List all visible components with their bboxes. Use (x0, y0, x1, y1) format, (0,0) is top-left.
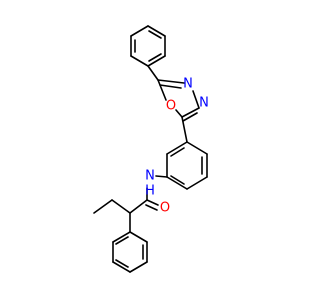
phenyl-oxadiazole-bond (147, 65, 159, 81)
carbonyl-double-bond-b (145, 204, 158, 211)
amide-n-label: N (145, 169, 155, 184)
alpha-ethyl-bond (111, 199, 131, 214)
top-phenyl-ring (130, 25, 166, 67)
middle-phenyl-ring (166, 141, 208, 190)
aryl-nh-bond (155, 175, 168, 178)
structure-canvas: N N O N H O (93, 25, 209, 273)
oxadiazole-n1-label: N (183, 77, 193, 92)
molecule-drawing: N N O N H O (93, 25, 209, 273)
bottom-phenyl-ring (112, 231, 148, 273)
carbonyl-o-label: O (160, 201, 170, 216)
carbonyl-alpha-bond (129, 199, 148, 214)
oxadiazole-o-label: O (166, 99, 176, 114)
oxadiazole-ring (157, 79, 200, 122)
amide-h-label: H (145, 184, 155, 199)
carbonyl-double-bond-a (146, 199, 159, 206)
oxadiazole-n2-label: N (199, 96, 209, 111)
ethyl-methyl-bond (93, 199, 113, 214)
oxadiazole-aryl-bond (181, 116, 188, 143)
